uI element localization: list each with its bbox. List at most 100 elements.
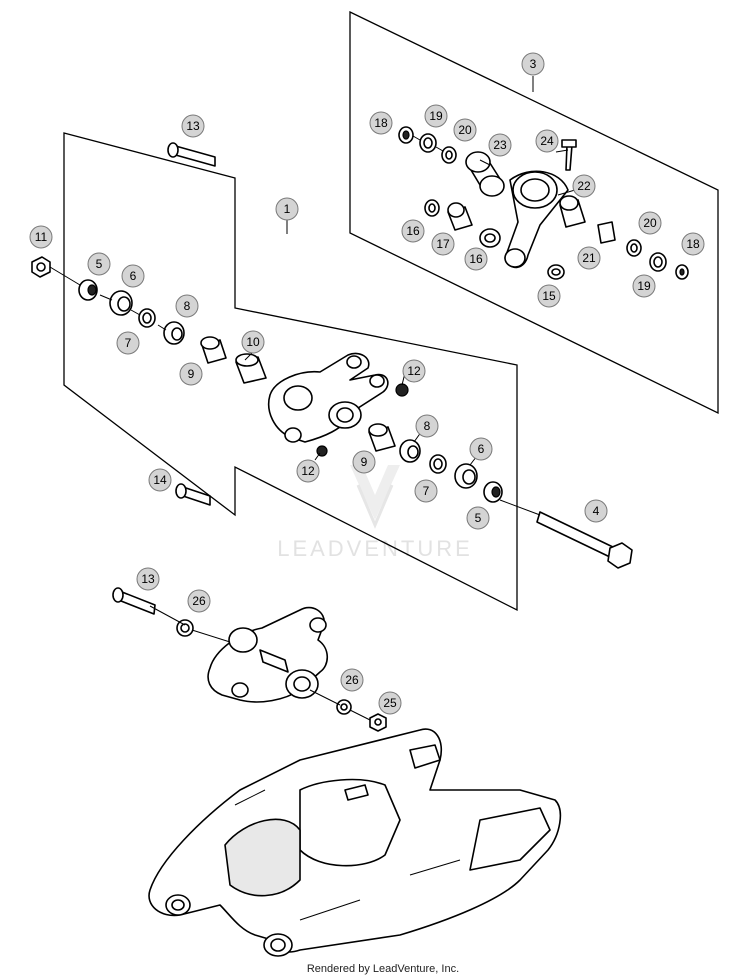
svg-text:16: 16 bbox=[406, 224, 420, 238]
svg-text:5: 5 bbox=[96, 257, 103, 271]
callout-16-left[interactable]: 16 bbox=[401, 219, 425, 243]
part-20-ring-right bbox=[626, 239, 642, 257]
callout-4[interactable]: 4 bbox=[584, 499, 608, 523]
callout-17[interactable]: 17 bbox=[431, 232, 455, 256]
part-23-bushing bbox=[465, 151, 505, 197]
footer-credit: Rendered by LeadVenture, Inc. bbox=[307, 963, 459, 975]
callout-14[interactable]: 14 bbox=[148, 468, 172, 492]
part-7-ring-right bbox=[429, 454, 447, 474]
callout-5-left[interactable]: 5 bbox=[87, 252, 111, 276]
svg-text:8: 8 bbox=[184, 299, 191, 313]
callout-26-lower[interactable]: 26 bbox=[340, 668, 364, 692]
svg-text:19: 19 bbox=[637, 279, 651, 293]
part-20-ring-top bbox=[441, 146, 457, 164]
callout-19-right[interactable]: 19 bbox=[632, 274, 656, 298]
callout-20-right[interactable]: 20 bbox=[638, 211, 662, 235]
part-18-washer-top bbox=[398, 126, 414, 144]
part-13-bolt-top bbox=[167, 142, 216, 167]
svg-text:24: 24 bbox=[540, 134, 554, 148]
part-8-bushing-right bbox=[399, 439, 421, 463]
svg-text:12: 12 bbox=[301, 464, 315, 478]
callout-22[interactable]: 22 bbox=[572, 174, 596, 198]
callout-16-mid[interactable]: 16 bbox=[464, 247, 488, 271]
svg-text:17: 17 bbox=[436, 237, 450, 251]
svg-text:4: 4 bbox=[593, 504, 600, 518]
callout-11[interactable]: 11 bbox=[29, 225, 53, 249]
part-8-bushing-left bbox=[163, 321, 185, 345]
svg-text:6: 6 bbox=[130, 269, 137, 283]
part-11-nut bbox=[31, 256, 51, 278]
svg-text:13: 13 bbox=[186, 119, 200, 133]
leadventure-watermark: LEADVENTURE bbox=[277, 465, 470, 561]
part-25-nut bbox=[369, 713, 387, 732]
part-18-washer-right bbox=[675, 264, 689, 280]
callout-25[interactable]: 25 bbox=[378, 691, 402, 715]
callout-8-left[interactable]: 8 bbox=[175, 294, 199, 318]
callout-20-top[interactable]: 20 bbox=[453, 118, 477, 142]
svg-text:22: 22 bbox=[577, 179, 591, 193]
callout-18-right[interactable]: 18 bbox=[681, 232, 705, 256]
svg-text:15: 15 bbox=[542, 289, 556, 303]
part-17-spacer bbox=[447, 202, 473, 231]
part-12-grease-nipple-right bbox=[395, 383, 409, 397]
svg-text:13: 13 bbox=[141, 572, 155, 586]
callout-19-top[interactable]: 19 bbox=[424, 104, 448, 128]
part-9-sleeve-right bbox=[368, 423, 396, 452]
callout-8-right[interactable]: 8 bbox=[415, 414, 439, 438]
svg-text:9: 9 bbox=[361, 455, 368, 469]
part-7-ring-left bbox=[138, 308, 156, 328]
svg-text:7: 7 bbox=[423, 484, 430, 498]
callout-10[interactable]: 10 bbox=[241, 330, 265, 354]
svg-text:1: 1 bbox=[284, 202, 291, 216]
svg-text:18: 18 bbox=[374, 116, 388, 130]
callout-7-right[interactable]: 7 bbox=[414, 479, 438, 503]
part-16-bearing-left bbox=[424, 199, 440, 217]
svg-text:20: 20 bbox=[643, 216, 657, 230]
part-4-bolt-long bbox=[536, 511, 633, 569]
part-22-connecting-rod bbox=[504, 170, 569, 269]
svg-text:11: 11 bbox=[35, 230, 48, 244]
svg-text:7: 7 bbox=[125, 336, 132, 350]
part-26-washer-upper bbox=[176, 619, 194, 637]
callout-18-top[interactable]: 18 bbox=[369, 111, 393, 135]
callout-9-right[interactable]: 9 bbox=[352, 450, 376, 474]
callout-24[interactable]: 24 bbox=[535, 129, 559, 153]
callout-13-top[interactable]: 13 bbox=[181, 114, 205, 138]
callout-5-right[interactable]: 5 bbox=[466, 506, 490, 530]
part-6-seal-right bbox=[454, 463, 478, 489]
callout-6-right[interactable]: 6 bbox=[469, 437, 493, 461]
part-10-sleeve-long bbox=[235, 353, 267, 384]
svg-text:14: 14 bbox=[153, 473, 167, 487]
callout-6-left[interactable]: 6 bbox=[121, 264, 145, 288]
callout-23[interactable]: 23 bbox=[488, 133, 512, 157]
svg-text:9: 9 bbox=[188, 367, 195, 381]
callout-7-left[interactable]: 7 bbox=[116, 331, 140, 355]
callouts: 3 18 19 20 23 24 22 16 17 16 21 20 18 19… bbox=[29, 52, 705, 715]
part-24-grease-nipple bbox=[561, 139, 577, 171]
callout-3[interactable]: 3 bbox=[521, 52, 545, 76]
callout-21[interactable]: 21 bbox=[577, 246, 601, 270]
part-14-bolt bbox=[175, 483, 211, 506]
svg-text:21: 21 bbox=[582, 251, 596, 265]
part-2-linkage-lever bbox=[268, 352, 389, 443]
svg-text:18: 18 bbox=[686, 237, 700, 251]
part-9-sleeve-left bbox=[200, 336, 227, 364]
callout-13-lower[interactable]: 13 bbox=[136, 567, 160, 591]
part-16-bearing-mid bbox=[479, 228, 501, 248]
callout-12-left[interactable]: 12 bbox=[296, 459, 320, 483]
callout-9-left[interactable]: 9 bbox=[179, 362, 203, 386]
part-13-bolt-lower bbox=[112, 587, 156, 615]
svg-text:23: 23 bbox=[493, 138, 507, 152]
callout-15[interactable]: 15 bbox=[537, 284, 561, 308]
part-21-sleeve bbox=[559, 195, 616, 244]
callout-12-right[interactable]: 12 bbox=[402, 359, 426, 383]
svg-text:19: 19 bbox=[429, 109, 443, 123]
part-19-seal-right bbox=[649, 252, 667, 272]
callout-26-upper[interactable]: 26 bbox=[187, 589, 211, 613]
svg-text:26: 26 bbox=[192, 594, 206, 608]
svg-text:8: 8 bbox=[424, 419, 431, 433]
callout-1[interactable]: 1 bbox=[275, 197, 299, 221]
part-5-bearing-right bbox=[483, 481, 503, 503]
part-15-seal-bottom bbox=[547, 264, 565, 280]
